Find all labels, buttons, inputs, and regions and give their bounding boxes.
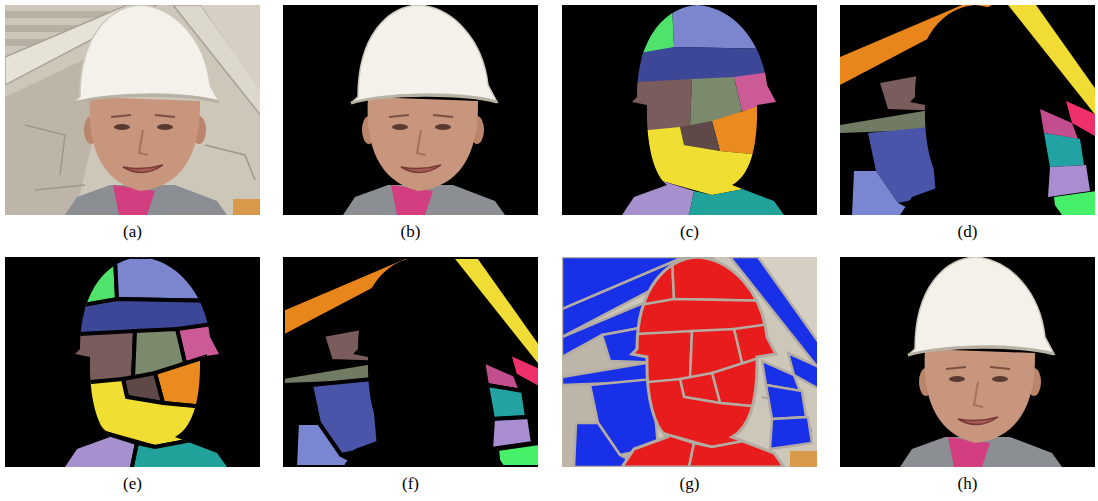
foreground-mask	[283, 5, 538, 215]
region-overlay	[562, 257, 817, 467]
foreground-region-borders	[5, 257, 260, 467]
panel-label: (h)	[958, 475, 978, 494]
panel-label: (e)	[123, 475, 142, 494]
panel-label: (g)	[680, 475, 700, 494]
background-regions	[840, 5, 1095, 215]
final-segmentation	[840, 257, 1095, 467]
background-region-borders	[283, 257, 538, 467]
original-frame	[5, 5, 260, 215]
panel-label: (f)	[402, 475, 419, 494]
panel-label: (b)	[401, 223, 421, 242]
panel-label: (c)	[680, 223, 699, 242]
panel-label: (d)	[958, 223, 978, 242]
foreground-regions	[562, 5, 817, 215]
panel-label: (a)	[123, 223, 142, 242]
